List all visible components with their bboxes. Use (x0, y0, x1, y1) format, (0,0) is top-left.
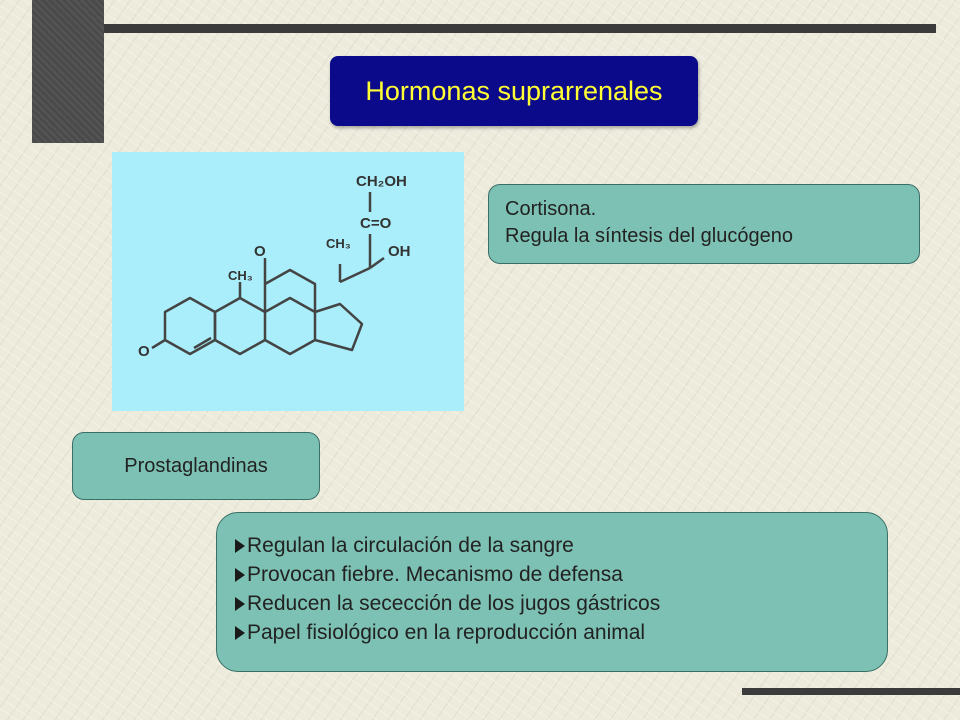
list-item-text: Regulan la circulación de la sangre (247, 534, 574, 557)
list-item-text: Provocan fiebre. Mecanismo de defensa (247, 563, 623, 586)
slide-title-text: Hormonas suprarrenales (365, 75, 663, 106)
cortisone-name: Cortisona. (505, 198, 597, 220)
prostaglandinas-label: Prostaglandinas (124, 454, 268, 477)
slide-title: Hormonas suprarrenales (330, 56, 698, 126)
arrow-bullet-icon (235, 596, 245, 611)
carbonyl-label: C=O (360, 215, 392, 232)
decorative-top-line (104, 24, 936, 33)
oh-label: OH (388, 243, 411, 260)
list-item-text: Papel fisiológico en la reproducción ani… (247, 621, 646, 644)
prostaglandin-functions-box: Regulan la circulación de la sangre Prov… (216, 512, 888, 672)
functions-list: Regulan la circulación de la sangre Prov… (235, 531, 869, 647)
list-item: Reducen la secección de los jugos gástri… (235, 589, 869, 618)
arrow-bullet-icon (235, 567, 245, 582)
list-item: Regulan la circulación de la sangre (235, 531, 869, 560)
cortisone-function: Regula la síntesis del glucógeno (505, 225, 793, 247)
ketone-left-label: O (138, 343, 150, 360)
list-item: Provocan fiebre. Mecanismo de defensa (235, 560, 869, 589)
decorative-bottom-line (742, 688, 960, 695)
arrow-bullet-icon (235, 538, 245, 553)
ch3-left-label: CH₃ (228, 268, 253, 283)
prostaglandinas-box: Prostaglandinas (72, 432, 320, 500)
decorative-square (32, 0, 104, 143)
list-item-text: Reducen la secección de los jugos gástri… (247, 592, 661, 615)
cortisone-info-box: Cortisona. Regula la síntesis del glucóg… (488, 184, 920, 264)
cortisone-structure-svg: CH₂OH C=O CH₃ OH CH₃ O O (138, 173, 411, 360)
cortisone-structure-image: CH₂OH C=O CH₃ OH CH₃ O O (112, 152, 464, 411)
ch2oh-label: CH₂OH (356, 173, 407, 190)
arrow-bullet-icon (235, 625, 245, 640)
ketone-top-label: O (254, 243, 266, 260)
list-item: Papel fisiológico en la reproducción ani… (235, 618, 869, 647)
ch3-top-label: CH₃ (326, 236, 351, 251)
